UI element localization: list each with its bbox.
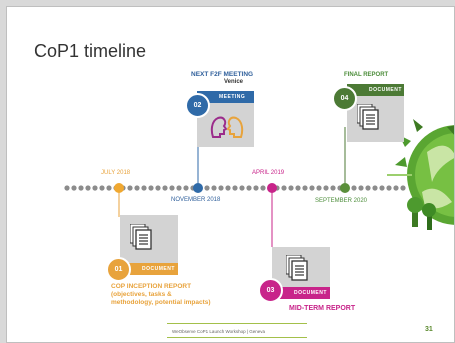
timeline-dot — [141, 185, 147, 191]
timeline-dot — [78, 185, 84, 191]
marker-april-2019 — [267, 183, 277, 193]
milestone-03-number: 03 — [258, 278, 283, 303]
date-september-2020: SEPTEMBER 2020 — [315, 198, 368, 204]
milestone-02-type: MEETING — [197, 91, 254, 103]
timeline-dot — [71, 185, 77, 191]
date-july-2018: JULY 2018 — [101, 170, 131, 176]
timeline-dot — [106, 185, 112, 191]
timeline-dot — [225, 185, 231, 191]
document-icon — [357, 104, 379, 130]
milestone-02-subtitle: Venice — [224, 79, 244, 85]
timeline-dot — [232, 185, 238, 191]
milestone-01-card: DOCUMENT — [120, 215, 178, 275]
meeting-heads-icon — [210, 116, 244, 138]
timeline-dot — [127, 185, 133, 191]
timeline-dot — [183, 185, 189, 191]
slide-title: CoP1 timeline — [34, 41, 147, 61]
timeline-dot — [92, 185, 98, 191]
timeline-dot — [134, 185, 140, 191]
timeline-dot — [302, 185, 308, 191]
timeline-dot — [64, 185, 70, 191]
milestone-03-title: MID-TERM REPORT — [289, 305, 356, 312]
timeline-dot — [218, 185, 224, 191]
milestone-01-type: DOCUMENT — [120, 263, 178, 275]
milestone-04-type: DOCUMENT — [347, 84, 404, 96]
timeline-dot — [316, 185, 322, 191]
timeline-dot — [162, 185, 168, 191]
timeline-dot — [281, 185, 287, 191]
milestone-04-card: DOCUMENT — [347, 84, 404, 142]
timeline-dot — [155, 185, 161, 191]
timeline-dot — [309, 185, 315, 191]
milestone-03-card: DOCUMENT — [272, 247, 330, 299]
timeline-dot — [85, 185, 91, 191]
footer-text: WeObserve CoP1 Launch Workshop | Geneva — [172, 329, 266, 334]
timeline-dot — [379, 185, 385, 191]
timeline-dot — [246, 185, 252, 191]
milestone-02-title: NEXT F2F MEETING — [191, 71, 254, 78]
marker-september-2020 — [340, 183, 350, 193]
document-icon — [286, 255, 308, 281]
timeline-dot — [372, 185, 378, 191]
milestone-04-title: FINAL REPORT — [344, 72, 389, 78]
timeline-dot — [239, 185, 245, 191]
timeline-dot — [288, 185, 294, 191]
timeline-dot — [169, 185, 175, 191]
timeline-dot — [393, 185, 399, 191]
date-november-2018: NOVEMBER 2018 — [171, 197, 221, 203]
timeline-dot — [400, 185, 406, 191]
marker-november-2018 — [193, 183, 203, 193]
timeline-dot — [365, 185, 371, 191]
timeline-dot — [330, 185, 336, 191]
slide: CoP1 timeline JULY 201 — [6, 6, 455, 343]
timeline-dot — [211, 185, 217, 191]
milestone-01-number: 01 — [106, 257, 131, 282]
timeline-dot — [351, 185, 357, 191]
timeline-dot — [253, 185, 259, 191]
timeline-dot — [386, 185, 392, 191]
timeline-dot — [295, 185, 301, 191]
timeline-dot — [148, 185, 154, 191]
page-number: 31 — [425, 326, 433, 333]
timeline-dot — [323, 185, 329, 191]
milestone-02-number: 02 — [185, 93, 210, 118]
timeline-dot — [99, 185, 105, 191]
timeline — [64, 119, 454, 247]
timeline-dot — [358, 185, 364, 191]
timeline-dot — [204, 185, 210, 191]
timeline-dot — [176, 185, 182, 191]
footer-line-top — [167, 323, 307, 324]
timeline-dot — [260, 185, 266, 191]
document-icon — [130, 224, 152, 250]
milestone-03-type: DOCUMENT — [272, 287, 330, 299]
footer-line-bottom — [167, 337, 307, 338]
milestone-04-number: 04 — [332, 86, 357, 111]
marker-july-2018 — [114, 183, 124, 193]
milestone-01-title: COP INCEPTION REPORT (objectives, tasks … — [111, 283, 211, 306]
date-april-2019: APRIL 2019 — [252, 170, 285, 176]
globe-illustration — [387, 119, 454, 230]
